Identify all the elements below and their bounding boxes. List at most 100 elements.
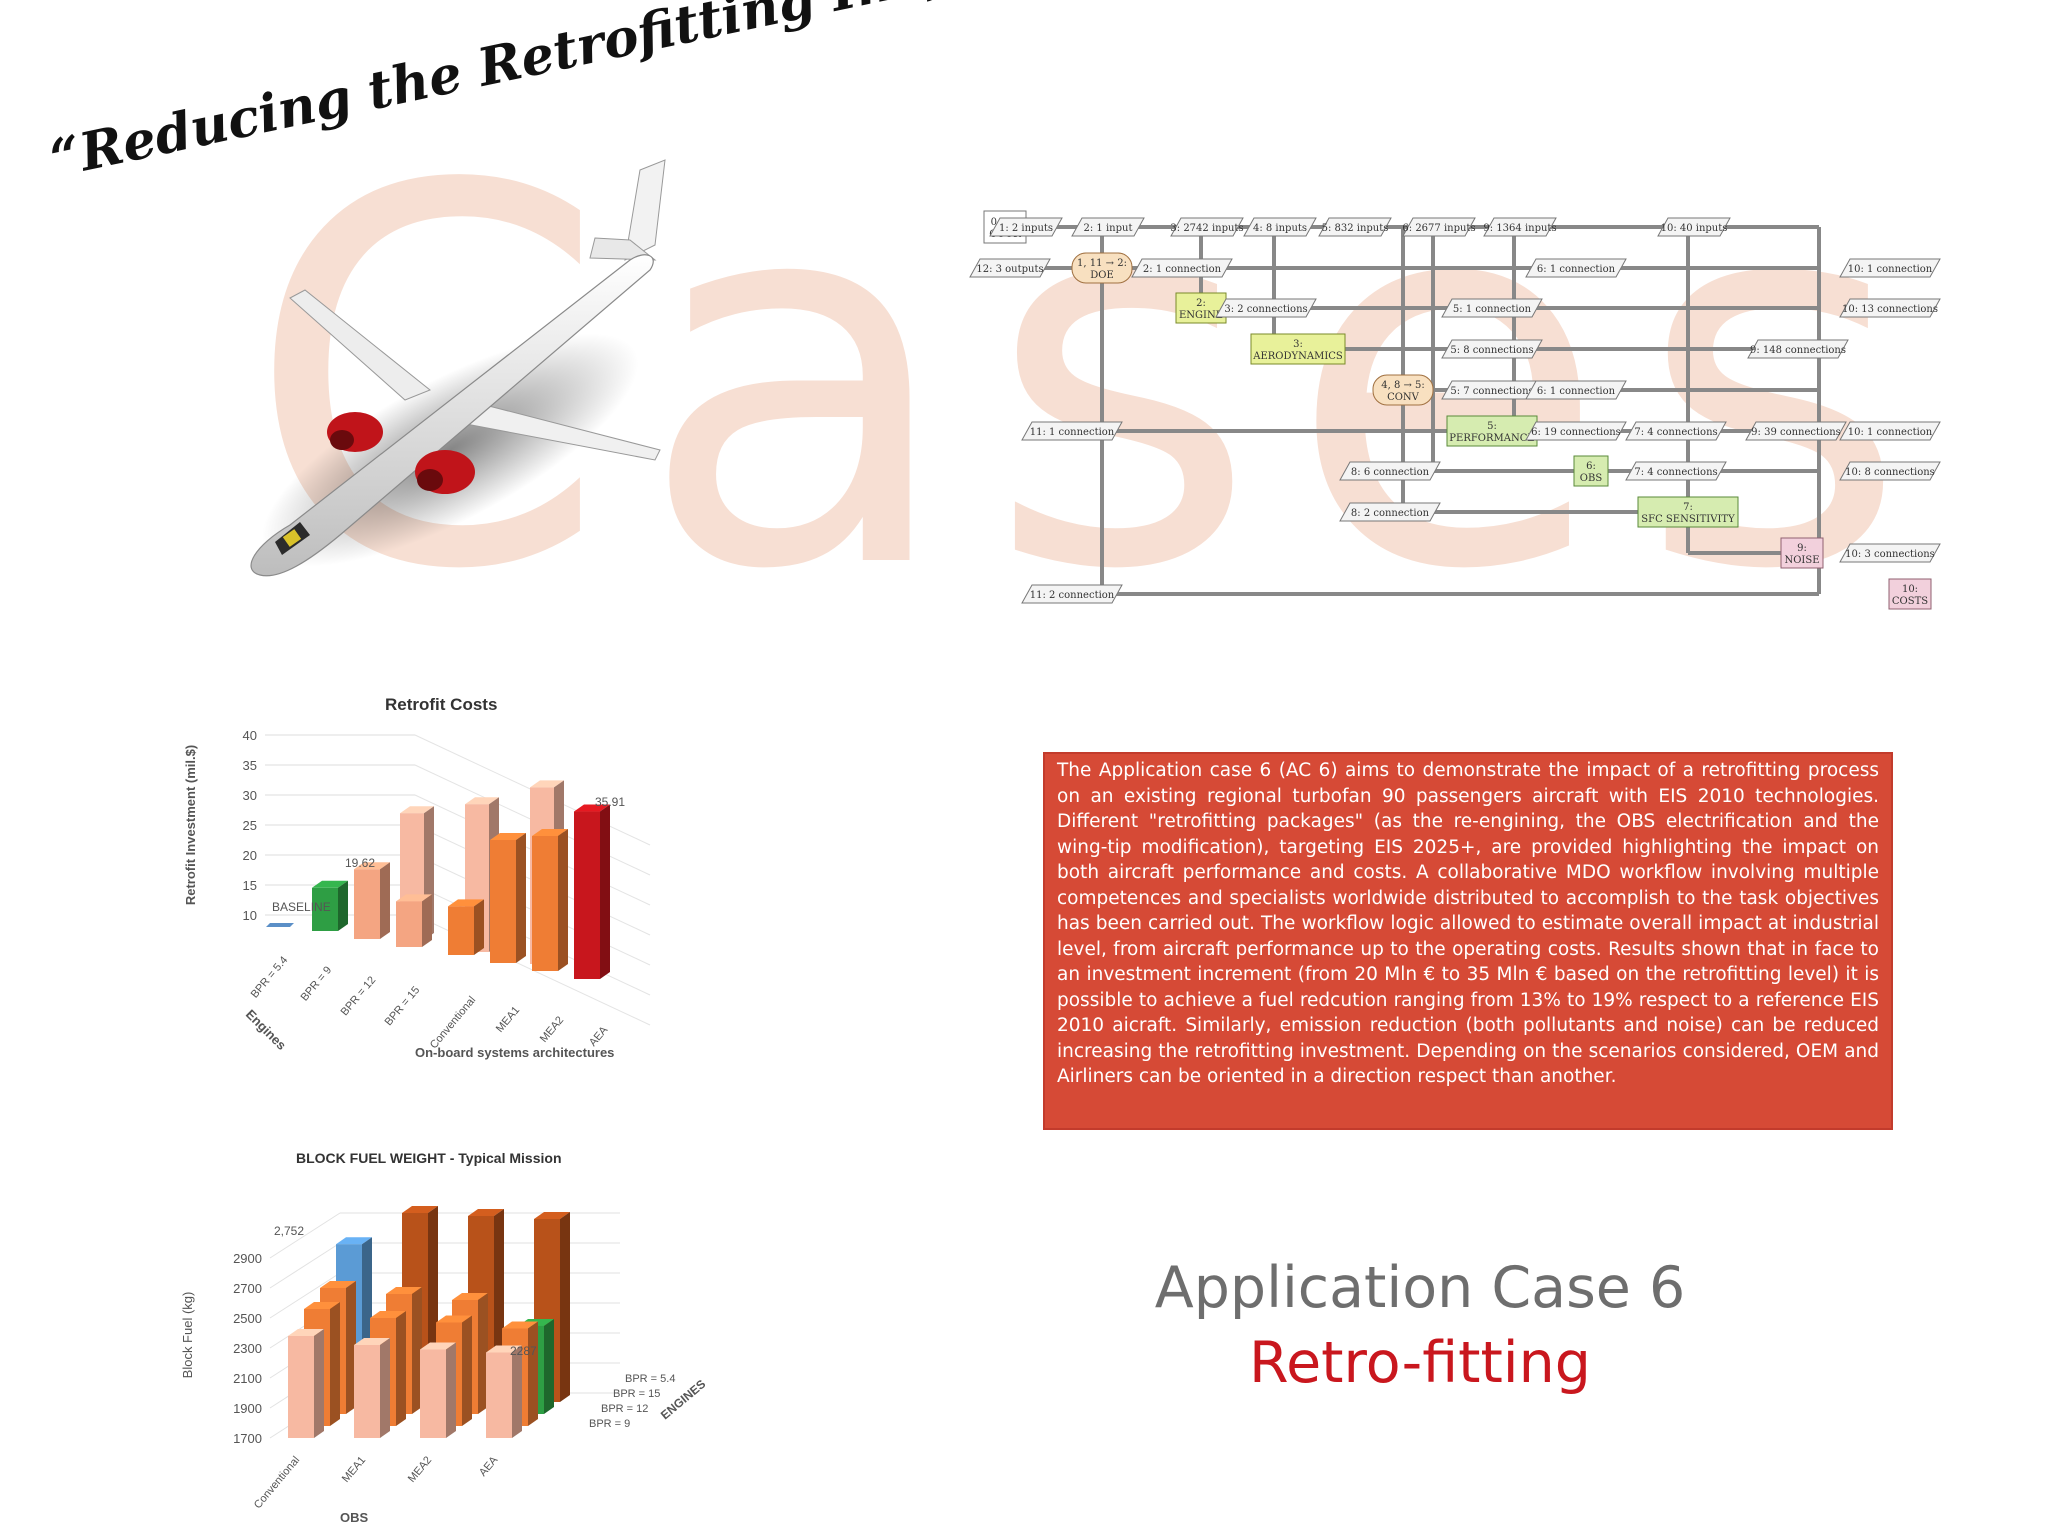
xdsm-connection-3: 3: 2 connections	[1215, 298, 1317, 318]
xdsm-connection-5-label: 10: 13 connections	[1842, 304, 1938, 315]
xdsm-input-3: 4: 8 inputs	[1243, 217, 1317, 237]
chart2-bar	[354, 1338, 390, 1438]
xdsm-connection-10-label: 11: 1 connection	[1030, 427, 1115, 438]
xdsm-doe-node-line: DOE	[1090, 270, 1114, 281]
xdsm-input-7-label: 10: 40 inputs	[1661, 223, 1728, 234]
chart1-bar	[396, 894, 432, 947]
xdsm-aerodynamics-node-line: AERODYNAMICS	[1252, 351, 1343, 362]
xdsm-connection-9: 6: 1 connection	[1525, 380, 1627, 400]
chart2-ytick: 2300	[233, 1341, 262, 1356]
xdsm-connection-15: 8: 6 connection	[1339, 461, 1441, 481]
xdsm-connection-13: 9: 39 connections	[1745, 421, 1847, 441]
chart2-xlabel: OBS	[340, 1510, 369, 1525]
chart2-engine-label: BPR = 15	[613, 1388, 660, 1400]
xdsm-connection-13-label: 9: 39 connections	[1751, 427, 1841, 438]
xdsm-input-2: 3: 2742 inputs	[1170, 217, 1244, 237]
xdsm-input-4-label: 5: 832 inputs	[1322, 223, 1389, 234]
xdsm-connection-14: 10: 1 connection	[1839, 421, 1941, 441]
xdsm-input-6: 9: 1364 inputs	[1483, 217, 1557, 237]
xdsm-connection-2: 10: 1 connection	[1839, 258, 1941, 278]
chart1-category-label: BPR = 9	[299, 964, 335, 1003]
xdsm-aerodynamics-node-line: 3:	[1293, 339, 1303, 350]
xdsm-costs-node-line: COSTS	[1892, 596, 1928, 607]
chart2-ytick: 2100	[233, 1371, 262, 1386]
xdsm-input-7: 10: 40 inputs	[1657, 217, 1731, 237]
xdsm-connection-3-label: 3: 2 connections	[1224, 304, 1307, 315]
chart1-category-label: BPR = 12	[339, 974, 379, 1018]
xdsm-noise-node-line: NOISE	[1784, 555, 1819, 566]
xdsm-outputs: 12: 3 outputs	[969, 258, 1051, 278]
xdsm-connection-18-label: 8: 2 connection	[1351, 508, 1430, 519]
chart1-ytick: 15	[243, 878, 257, 893]
chart1-category-label: BPR = 5.4	[249, 954, 291, 1000]
chart1-bar	[532, 829, 568, 971]
xdsm-input-5: 6: 2677 inputs	[1402, 217, 1476, 237]
xdsm-connection-19-label: 10: 3 connections	[1845, 549, 1935, 560]
chart2-ytick: 2900	[233, 1251, 262, 1266]
xdsm-performance-node-line: PERFORMANCE	[1449, 433, 1534, 444]
chart2-data-label: 2287	[510, 1344, 537, 1358]
xdsm-input-2-label: 3: 2742 inputs	[1170, 223, 1243, 234]
description-box: The Application case 6 (AC 6) aims to de…	[1043, 752, 1893, 1130]
xdsm-connection-7: 9: 148 connections	[1747, 339, 1849, 359]
xdsm-outputs-label: 12: 3 outputs	[976, 264, 1043, 275]
xdsm-conv-node-line: CONV	[1387, 392, 1420, 403]
chart2-ylabel: Block Fuel (kg)	[180, 1292, 195, 1379]
xdsm-obs-node-line: 6:	[1586, 461, 1596, 472]
chart1-category-label: Conventional	[428, 994, 478, 1051]
xdsm-connection-11: 6: 19 connections	[1525, 421, 1627, 441]
chart2-ytick: 2500	[233, 1311, 262, 1326]
chart1-bar	[266, 923, 294, 927]
xdsm-input-0: 1: 2 inputs	[989, 217, 1063, 237]
xdsm-sfc-node-line: 7:	[1683, 502, 1693, 513]
xdsm-doe-node-line: 1, 11 → 2:	[1077, 258, 1127, 269]
xdsm-noise-node: 9:NOISE	[1780, 537, 1824, 569]
xdsm-costs-node: 10:COSTS	[1888, 578, 1932, 610]
xdsm-engine-node: 2:ENGINE	[1175, 292, 1227, 324]
xdsm-input-1: 2: 1 input	[1071, 217, 1145, 237]
xdsm-sfc-node-line: SFC SENSITIVITY	[1641, 514, 1735, 525]
chart1-data-label: BASELINE	[272, 900, 331, 914]
xdsm-connection-12-label: 7: 4 connections	[1634, 427, 1717, 438]
chart-title-retrofit-costs: Retrofit Costs	[385, 695, 498, 714]
xdsm-connection-11-label: 6: 19 connections	[1531, 427, 1621, 438]
xdsm-connection-16-label: 7: 4 connections	[1634, 467, 1717, 478]
xdsm-obs-node: 6:OBS	[1573, 455, 1609, 487]
xdsm-connection-4-label: 5: 1 connection	[1453, 304, 1532, 315]
chart1-ytick: 20	[243, 848, 257, 863]
xdsm-input-3-label: 4: 8 inputs	[1253, 223, 1307, 234]
chart1-bar	[354, 862, 390, 939]
xdsm-sfc-node: 7:SFC SENSITIVITY	[1637, 496, 1739, 528]
chart1-bar	[312, 880, 348, 931]
chart2-ytick: 2700	[233, 1281, 262, 1296]
chart2-engine-label: BPR = 9	[589, 1418, 630, 1430]
chart1-category-label: MEA1	[494, 1004, 522, 1035]
chart1-ytick: 10	[243, 908, 257, 923]
xdsm-connection-0-label: 2: 1 connection	[1143, 264, 1222, 275]
chart-title-block-fuel: BLOCK FUEL WEIGHT - Typical Mission	[296, 1150, 562, 1166]
application-case-title: Application Case 6	[1154, 1255, 1686, 1321]
xdsm-performance-node: 5:PERFORMANCE	[1446, 415, 1538, 447]
xdsm-connection-18: 8: 2 connection	[1339, 502, 1441, 522]
xdsm-connection-20-label: 11: 2 connection	[1030, 590, 1115, 601]
chart2-gridline	[269, 1272, 341, 1319]
chart2-ytick: 1700	[233, 1431, 262, 1446]
chart2-bar	[288, 1329, 324, 1438]
xdsm-connection-20: 11: 2 connection	[1021, 584, 1123, 604]
chart2-bar	[486, 1345, 522, 1438]
chart2-engine-label: BPR = 12	[601, 1403, 648, 1415]
xdsm-aerodynamics-node: 3:AERODYNAMICS	[1250, 333, 1346, 365]
xdsm-connection-2-label: 10: 1 connection	[1848, 264, 1933, 275]
chart2-gridline	[269, 1242, 341, 1289]
xdsm-input-0-label: 1: 2 inputs	[999, 223, 1053, 234]
xdsm-connection-6-label: 5: 8 connections	[1450, 345, 1533, 356]
chart1-ytick: 25	[243, 818, 257, 833]
xdsm-input-5-label: 6: 2677 inputs	[1402, 223, 1475, 234]
xdsm-connection-1-label: 6: 1 connection	[1537, 264, 1616, 275]
xdsm-input-1-label: 2: 1 input	[1084, 223, 1133, 234]
xdsm-connection-4: 5: 1 connection	[1441, 298, 1543, 318]
xdsm-engine-node-line: 2:	[1196, 298, 1206, 309]
